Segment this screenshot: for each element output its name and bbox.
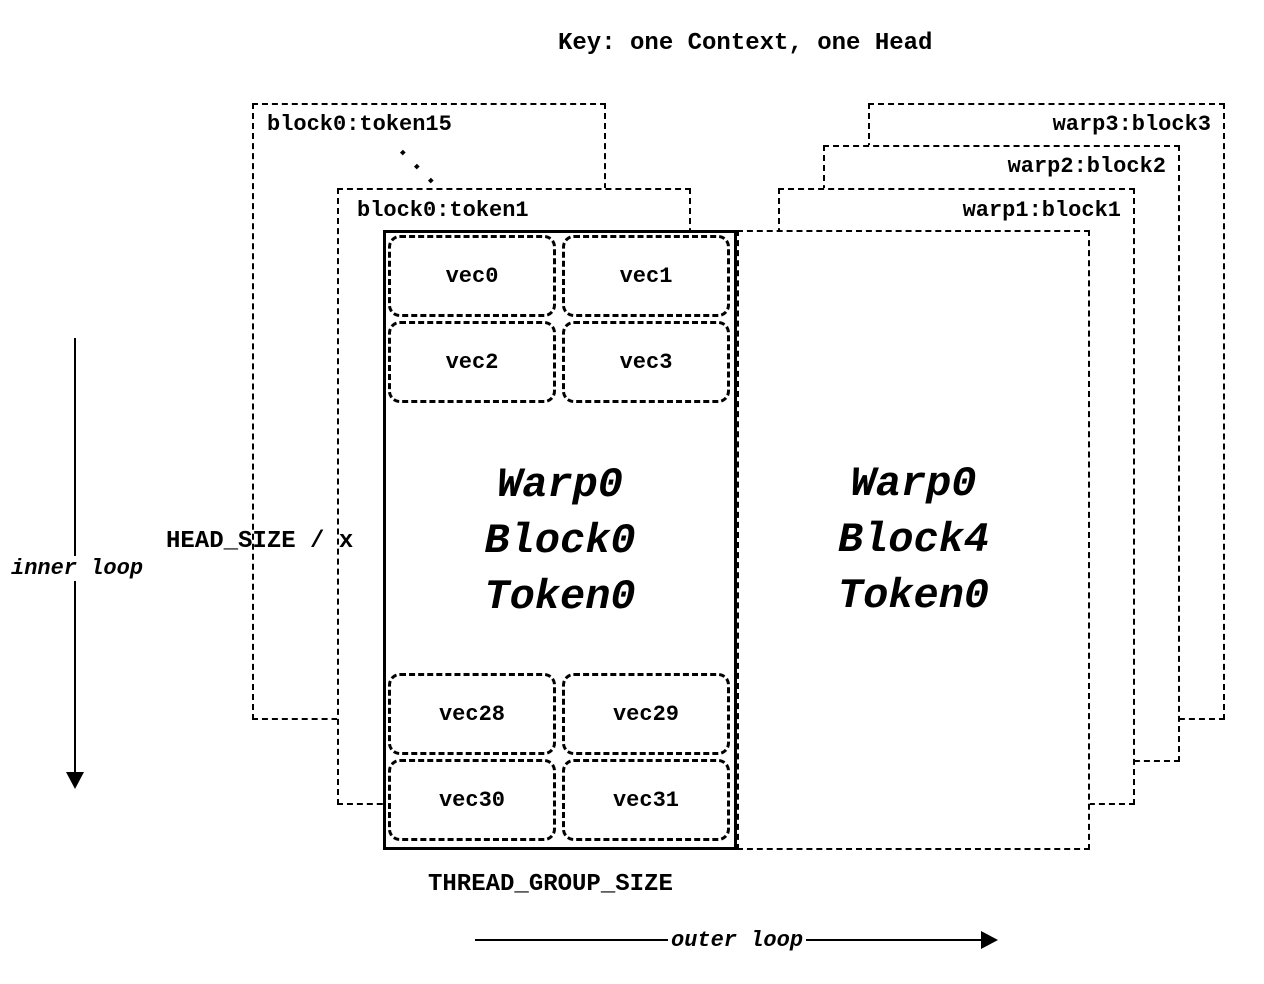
diagram-title: Key: one Context, one Head bbox=[558, 30, 933, 57]
head-size-label: HEAD_SIZE / x bbox=[166, 528, 354, 555]
vec0-label: vec0 bbox=[445, 263, 499, 289]
vec2-box: vec2 bbox=[388, 321, 556, 403]
outer-loop-arrowhead-icon bbox=[981, 931, 998, 949]
outer-loop-label: outer loop bbox=[668, 928, 807, 953]
warp0-block0-panel: vec0 vec1 vec2 vec3 Warp0 Block0 Token0 … bbox=[383, 230, 737, 850]
vec29-box: vec29 bbox=[562, 673, 730, 755]
vec31-label: vec31 bbox=[612, 787, 679, 813]
vec1-box: vec1 bbox=[562, 235, 730, 317]
vec0-box: vec0 bbox=[388, 235, 556, 317]
warp0-block4-panel: Warp0 Block4 Token0 bbox=[737, 230, 1090, 850]
vec30-box: vec30 bbox=[388, 759, 556, 841]
warp0-block4-line3: Token0 bbox=[837, 572, 990, 620]
warp2-block2-label: warp2:block2 bbox=[1007, 154, 1166, 179]
vec3-label: vec3 bbox=[619, 349, 673, 375]
warp0-block4-line2: Block4 bbox=[837, 516, 990, 564]
inner-loop-arrowhead-icon bbox=[66, 772, 84, 789]
warp0-block0-line3: Token0 bbox=[484, 573, 636, 621]
block0-token15-label: block0:token15 bbox=[267, 112, 452, 137]
vec28-box: vec28 bbox=[388, 673, 556, 755]
vec29-label: vec29 bbox=[612, 701, 679, 727]
block0-token1-label: block0:token1 bbox=[357, 198, 529, 223]
inner-loop-label: inner loop bbox=[8, 556, 147, 581]
vec2-label: vec2 bbox=[445, 349, 499, 375]
warp0-block0-title: Warp0 Block0 Token0 bbox=[386, 457, 734, 625]
warp0-block4-line1: Warp0 bbox=[850, 460, 977, 508]
warp3-block3-label: warp3:block3 bbox=[1052, 112, 1211, 137]
warp0-block4-title: Warp0 Block4 Token0 bbox=[739, 456, 1088, 624]
warp1-block1-label: warp1:block1 bbox=[962, 198, 1121, 223]
warp0-block0-line1: Warp0 bbox=[496, 461, 624, 509]
vec30-label: vec30 bbox=[438, 787, 505, 813]
thread-group-size-label: THREAD_GROUP_SIZE bbox=[428, 871, 673, 898]
vec31-box: vec31 bbox=[562, 759, 730, 841]
vec28-label: vec28 bbox=[438, 701, 505, 727]
vec1-label: vec1 bbox=[619, 263, 673, 289]
warp0-block0-line2: Block0 bbox=[484, 517, 636, 565]
vec3-box: vec3 bbox=[562, 321, 730, 403]
